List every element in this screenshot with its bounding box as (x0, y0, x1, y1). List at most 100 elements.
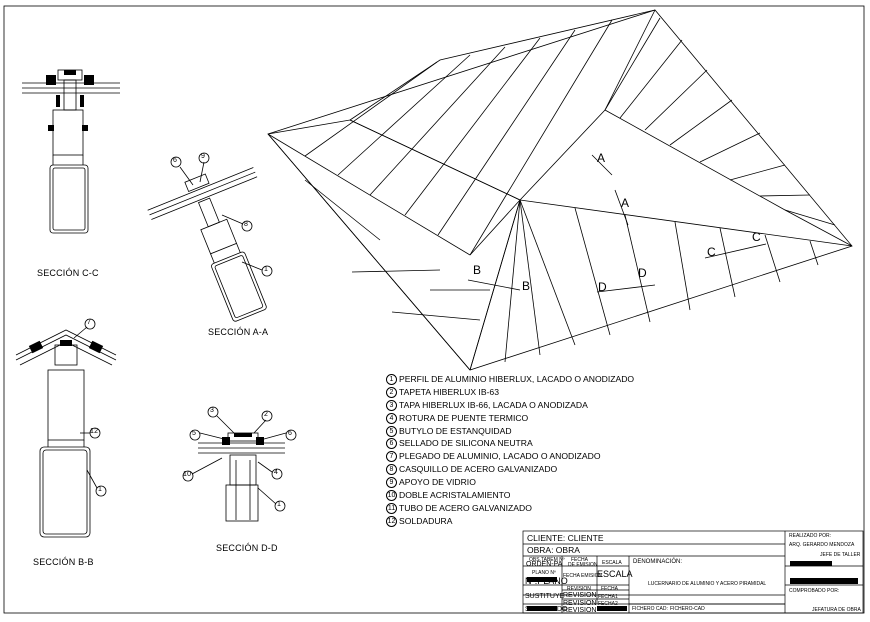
replaced-by-label: SUSTITUIDO (525, 606, 568, 613)
roof-mark-b2: B (522, 279, 531, 293)
legend-text: TAPETA HIBERLUX IB-63 (399, 386, 499, 397)
legend-text: BUTYLO DE ESTANQUIDAD (399, 425, 512, 436)
callout-6: 6 (173, 157, 178, 164)
section-c-c-title: SECCIÓN C-C (37, 268, 99, 278)
legend-text: APOYO DE VIDRIO (399, 477, 476, 488)
callout-9: 9 (201, 153, 206, 160)
legend-text: DOBLE ACRISTALAMIENTO (399, 490, 511, 501)
roof-mark-a2: A (621, 196, 630, 210)
revision-label: REVISION (567, 586, 591, 592)
roof-mark-d1: D (598, 280, 607, 294)
legend-number: 7 (386, 451, 397, 463)
callout-5: 5 (192, 430, 197, 437)
plan-number-label: PLANO Nº (532, 570, 556, 576)
legend-number: 3 (386, 399, 397, 411)
scale-value: ESCALA (597, 569, 633, 579)
legend-text: PERFIL DE ALUMINIO HIBERLUX, LACADO O AN… (399, 374, 635, 384)
callout-6: 6 (288, 430, 293, 437)
callout-12: 12 (90, 428, 99, 435)
legend-number: 9 (386, 477, 397, 489)
revision-1-date: FECHA1 (598, 594, 618, 600)
callout-2: 2 (264, 411, 269, 418)
legend-number: 8 (386, 464, 397, 476)
cad-file-value: FICHERO-CAD (670, 606, 705, 612)
revision-2-date: FECHA2 (598, 601, 618, 607)
legend-number: 6 (386, 438, 397, 450)
section-d-d-drawing (198, 432, 285, 522)
callout-8: 8 (244, 221, 249, 228)
revision-2: REVISION (563, 600, 597, 607)
section-b-b-title: SECCIÓN B-B (33, 557, 94, 567)
legend-text: TAPA HIBERLUX IB-66, LACADA O ANODIZADA (399, 399, 588, 410)
legend-number: 10 (386, 489, 397, 501)
legend-text: ROTURA DE PUENTE TERMICO (399, 412, 529, 423)
client-label: CLIENTE: CLIENTE (527, 533, 604, 543)
drawing-description: LUCERNARIO DE ALUMINIO Y ACERO PIRAMIDAL (648, 581, 767, 587)
legend-text: TUBO DE ACERO GALVANIZADO (399, 502, 532, 513)
callout-10: 10 (183, 471, 192, 478)
section-d-d-title: SECCIÓN D-D (216, 543, 278, 553)
callout-3: 3 (210, 407, 215, 414)
checked-by-label: COMPROBADO POR: (789, 588, 840, 594)
legend-number: 5 (386, 425, 397, 437)
callout-1: 1 (277, 501, 282, 508)
drawn-by-name: ARQ. GERARDO MENDOZA (789, 542, 855, 548)
section-c-c-drawing (22, 69, 120, 234)
site-management-label: JEFATURA DE OBRA (812, 607, 861, 613)
section-a-a-drawing (147, 167, 267, 322)
section-a-a-title: SECCIÓN A-A (208, 327, 269, 337)
legend-number: 11 (386, 502, 397, 514)
legend-text: SELLADO DE SILICONA NEUTRA (399, 438, 533, 449)
cad-file-label: FICHERO CAD: (632, 606, 668, 612)
legend-text: PLEGADO DE ALUMINIO, LACADO O ANODIZADO (399, 451, 601, 462)
replaces-label: SUSTITUYE (525, 593, 565, 600)
legend-text: CASQUILLO DE ACERO GALVANIZADO (399, 464, 558, 475)
issue-date-value: FECHA EMISION (563, 573, 603, 579)
roof-mark-d2: D (638, 266, 647, 280)
sheet-border (3, 5, 865, 614)
legend-text: SOLDADURA (399, 515, 453, 526)
callout-7: 7 (87, 319, 92, 326)
denomination-label: DENOMINACIÓN: (633, 559, 683, 565)
legend-number: 1 (386, 373, 397, 385)
legend-number: 4 (386, 412, 397, 424)
roof-mark-c1: C (707, 245, 716, 259)
project-label: OBRA: OBRA (527, 545, 580, 555)
workshop-chief-label: JEFE DE TALLER (820, 552, 861, 558)
revision-1: REVISION (563, 592, 597, 599)
legend-number: 2 (386, 386, 397, 398)
issue-date-label: DE EMISION (568, 562, 598, 568)
callout-1: 1 (98, 486, 103, 493)
pyramid-roof-plan (267, 9, 853, 371)
drawn-by-label: REALIZADO POR: (789, 533, 831, 539)
roof-mark-b1: B (473, 263, 482, 277)
legend-number: 12 (386, 515, 397, 527)
callout-1: 1 (264, 266, 269, 273)
callout-circles (84, 152, 297, 512)
roof-mark-c2: C (752, 230, 761, 244)
callout-4: 4 (274, 469, 279, 476)
revision-3: REVISION (563, 607, 597, 614)
scale-label: ESCALA (602, 560, 622, 566)
callout-leaders (73, 161, 287, 505)
order-number-value: ORDEN-PA (526, 561, 563, 568)
order-number-label: OBS.TABEM Nº (529, 557, 565, 563)
revision-date-label: FECHA (601, 586, 618, 592)
roof-mark-a1: A (597, 151, 606, 165)
plan-number-value: Nº.PLANO (525, 576, 568, 586)
title-block (522, 530, 864, 614)
